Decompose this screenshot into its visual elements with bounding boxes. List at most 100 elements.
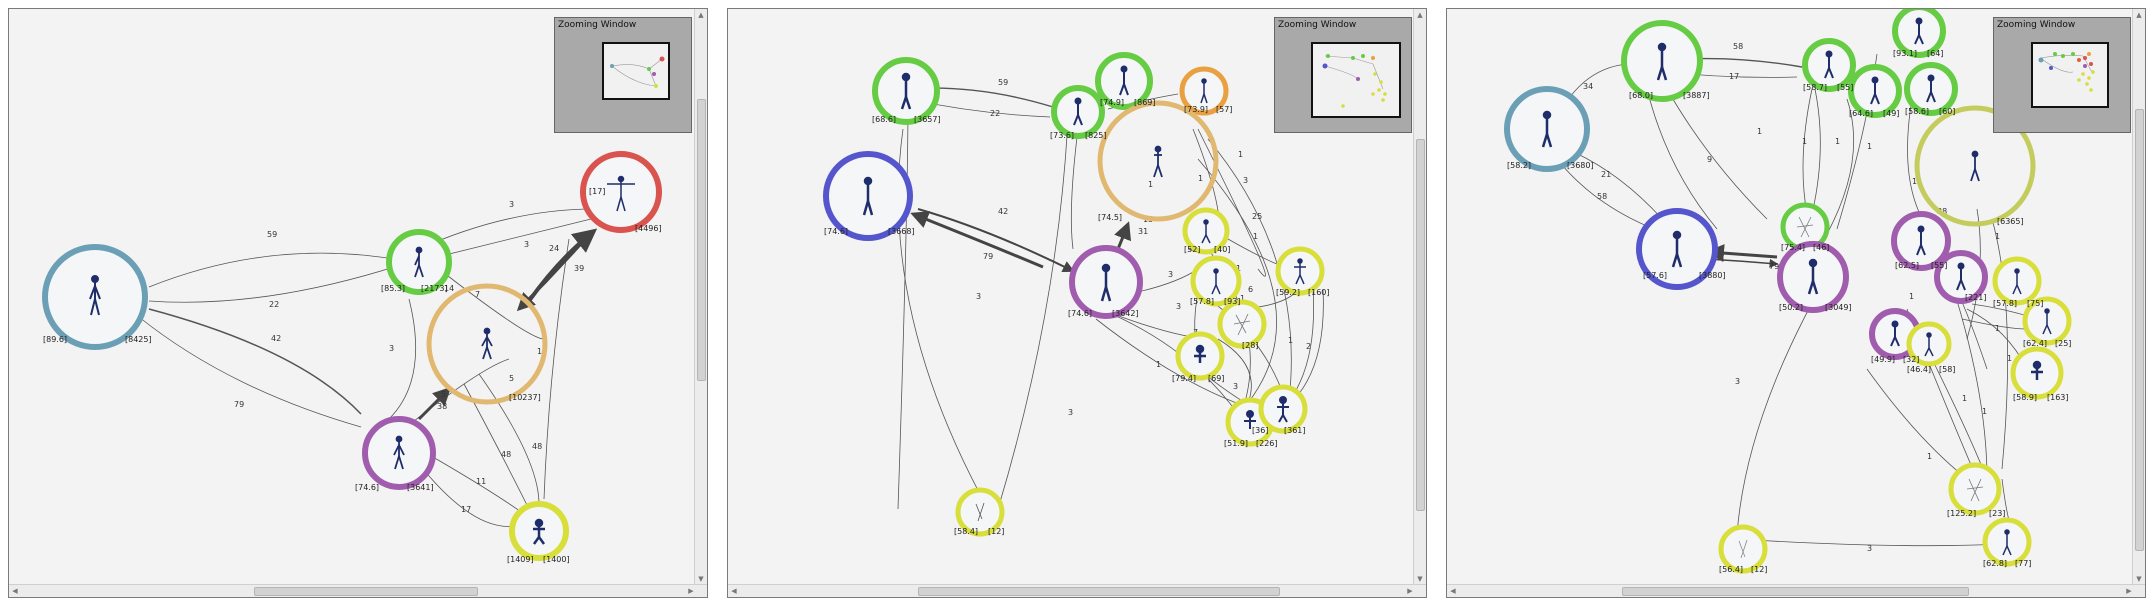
nodes[interactable]	[823, 52, 1325, 537]
node-y4[interactable]	[2010, 346, 2064, 400]
skeleton-figure-icon	[481, 327, 493, 360]
node-o1[interactable]	[1179, 66, 1229, 116]
vertical-scroll-thumb[interactable]	[2135, 109, 2144, 551]
zoom-viewport[interactable]	[602, 42, 670, 100]
vertical-scrollbar[interactable]: ▲ ▼	[694, 9, 707, 585]
zooming-window[interactable]: Zooming Window	[1274, 17, 1412, 133]
skeleton-figure-icon	[1956, 262, 1966, 291]
graph-canvas-1[interactable]: 59 22 42 79 3 3 24 39 14 7 3 5 1 38 5 48…	[9, 9, 708, 587]
nodes[interactable]	[1504, 9, 2072, 574]
node-g2[interactable]	[1802, 38, 1856, 92]
horizontal-scroll-thumb[interactable]	[918, 587, 1280, 596]
node-y3[interactable]	[2022, 296, 2072, 346]
node-y2[interactable]	[1182, 207, 1230, 255]
edge	[138, 316, 362, 428]
scroll-down-arrow-icon[interactable]: ▼	[2136, 575, 2142, 583]
edge-label: 1	[1995, 232, 2000, 241]
node-green[interactable]	[386, 229, 452, 295]
vertical-scroll-thumb[interactable]	[697, 99, 706, 381]
node-y7[interactable]	[1982, 517, 2032, 567]
node-p1[interactable]	[1777, 241, 1849, 313]
edge	[438, 268, 545, 340]
vertical-scrollbar[interactable]: ▲ ▼	[1413, 9, 1426, 585]
node-g3[interactable]	[1095, 52, 1153, 110]
skeleton-figure-icon	[1277, 396, 1289, 423]
vertical-scrollbar[interactable]: ▲ ▼	[2132, 9, 2145, 585]
node-y3[interactable]	[1190, 255, 1242, 307]
node-g1[interactable]	[1621, 20, 1703, 102]
skeleton-figure-icon	[1966, 478, 1984, 502]
skeleton-figure-icon	[1870, 76, 1880, 105]
node-blue[interactable]	[823, 151, 913, 241]
scroll-up-arrow-icon[interactable]: ▲	[1417, 11, 1423, 19]
graph-panel-2[interactable]: 59 22 42 79 3 3 13 31 1 1 1 1 3 1 1 2 1 …	[727, 8, 1427, 598]
node-g3[interactable]	[1848, 64, 1902, 118]
node-label: [77]	[2015, 559, 2032, 568]
scroll-right-arrow-icon[interactable]: ▶	[2126, 587, 2132, 595]
node-big[interactable]	[1097, 100, 1219, 222]
edge-label: 1	[1835, 137, 1840, 146]
edge-label: 7	[475, 290, 480, 299]
node-label: [12]	[1751, 565, 1768, 574]
node-label: [74.6]	[1068, 309, 1093, 318]
zoom-viewport[interactable]	[1311, 42, 1401, 118]
scroll-left-arrow-icon[interactable]: ◀	[731, 587, 737, 595]
node-y5[interactable]	[1217, 299, 1267, 349]
node-blue[interactable]	[42, 244, 148, 350]
node-y1[interactable]	[1906, 321, 1952, 367]
edge-label: 1	[1982, 407, 1987, 416]
zoom-minimap	[610, 56, 665, 88]
nodes[interactable]	[42, 151, 662, 561]
horizontal-scrollbar[interactable]: ◀ ▶	[728, 584, 1426, 597]
node-y5[interactable]	[1948, 462, 2002, 516]
scroll-down-arrow-icon[interactable]: ▼	[698, 575, 704, 583]
horizontal-scrollbar[interactable]: ◀ ▶	[1447, 584, 2145, 597]
scroll-up-arrow-icon[interactable]: ▲	[2136, 11, 2142, 19]
node-y6[interactable]	[1175, 331, 1225, 381]
skeleton-figure-icon	[1153, 145, 1163, 178]
node-yellow[interactable]	[509, 501, 569, 561]
edge-label: 25	[1252, 212, 1262, 221]
scroll-right-arrow-icon[interactable]: ▶	[688, 587, 694, 595]
node-y4[interactable]	[1275, 246, 1325, 296]
node-y2[interactable]	[1992, 256, 2042, 306]
node-y8[interactable]	[1258, 384, 1308, 434]
horizontal-scroll-thumb[interactable]	[1622, 587, 1969, 596]
node-g4[interactable]	[1892, 9, 1946, 58]
node-label: [28]	[1242, 341, 1259, 350]
node-y6[interactable]	[1718, 524, 1768, 574]
node-g1[interactable]	[872, 57, 940, 125]
node-purple[interactable]	[1069, 245, 1143, 319]
scroll-left-arrow-icon[interactable]: ◀	[1450, 587, 1456, 595]
zooming-window[interactable]: Zooming Window	[1993, 17, 2131, 133]
skeleton-figure-icon	[1194, 344, 1206, 363]
skeleton-figure-icon	[1824, 50, 1834, 79]
scroll-down-arrow-icon[interactable]: ▼	[1417, 575, 1423, 583]
node-y1[interactable]	[955, 487, 1005, 537]
graph-canvas-3[interactable]: 58 17 34 21 58 1 9 1 1 1 1 38 79 1 1 1 1…	[1447, 9, 2146, 587]
node-orange[interactable]	[426, 283, 548, 405]
zooming-window[interactable]: Zooming Window	[554, 17, 692, 133]
zoom-viewport[interactable]	[2031, 42, 2109, 108]
node-p3[interactable]	[1934, 250, 1988, 304]
node-purple[interactable]	[362, 416, 436, 490]
scroll-left-arrow-icon[interactable]: ◀	[12, 587, 18, 595]
graph-canvas-2[interactable]: 59 22 42 79 3 3 13 31 1 1 1 1 3 1 1 2 1 …	[728, 9, 1427, 587]
scroll-right-arrow-icon[interactable]: ▶	[1407, 587, 1413, 595]
vertical-scroll-thumb[interactable]	[1416, 139, 1425, 511]
horizontal-scroll-thumb[interactable]	[254, 587, 478, 596]
node-g5[interactable]	[1904, 62, 1958, 116]
node-g2[interactable]	[1051, 85, 1105, 139]
edge-label: 1	[1253, 232, 1258, 241]
node-p2[interactable]	[1891, 211, 1951, 271]
node-olive[interactable]	[1914, 105, 2036, 227]
node-blue[interactable]	[1504, 86, 1590, 172]
graph-panel-3[interactable]: 58 17 34 21 58 1 9 1 1 1 1 38 79 1 1 1 1…	[1446, 8, 2146, 598]
node-label: [58.2]	[1507, 161, 1532, 170]
scroll-up-arrow-icon[interactable]: ▲	[698, 11, 704, 19]
edge-label: 3	[389, 344, 394, 353]
node-indigo[interactable]	[1636, 208, 1718, 290]
horizontal-scrollbar[interactable]: ◀ ▶	[9, 584, 707, 597]
graph-panel-1[interactable]: 59 22 42 79 3 3 24 39 14 7 3 5 1 38 5 48…	[8, 8, 708, 598]
node-red[interactable]	[580, 151, 662, 233]
